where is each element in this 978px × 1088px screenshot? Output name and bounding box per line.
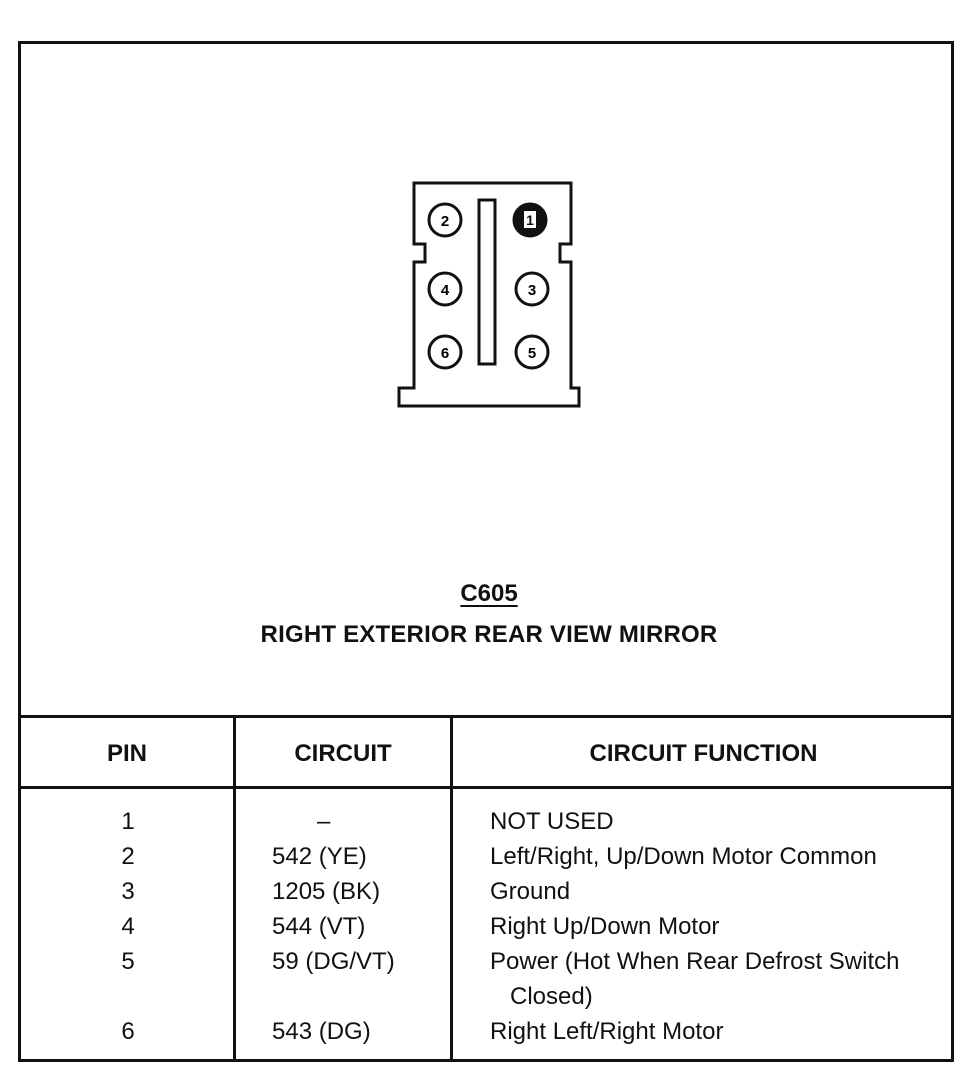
header-pin: PIN <box>106 740 147 767</box>
function-cell: Right Left/Right Motor <box>490 1018 724 1045</box>
function-cell: Right Up/Down Motor <box>490 913 720 940</box>
pin-1-cavity: 1 <box>512 202 548 238</box>
connector-center-rib <box>477 198 497 366</box>
connector-name: RIGHT EXTERIOR REAR VIEW MIRROR <box>260 621 718 648</box>
pin-cell: 2 <box>121 843 135 870</box>
pin-5-cavity: 5 <box>514 334 550 370</box>
pin-6-cavity: 6 <box>427 334 463 370</box>
function-cell: Power (Hot When Rear Defrost Switch <box>490 948 900 975</box>
header-circuit: CIRCUIT <box>294 740 392 767</box>
pin-cell: 4 <box>121 913 135 940</box>
circuit-cell: 543 (DG) <box>272 1018 371 1045</box>
pin-cell: 1 <box>121 808 135 835</box>
function-cell: Ground <box>490 878 571 905</box>
pin-4-label: 4 <box>441 282 450 299</box>
pin-2-cavity: 2 <box>427 202 463 238</box>
table-divider-1 <box>233 715 236 1062</box>
pin-2-label: 2 <box>441 213 449 230</box>
table-divider-2 <box>450 715 453 1062</box>
pin-3-label: 3 <box>528 282 536 299</box>
circuit-cell: 1205 (BK) <box>272 878 381 905</box>
diagram-frame <box>18 41 954 1062</box>
pin-6-label: 6 <box>441 345 449 362</box>
table-header-rule <box>18 786 954 789</box>
circuit-cell: 544 (VT) <box>272 913 366 940</box>
pin-cell: 6 <box>121 1018 135 1045</box>
table-top-rule <box>18 715 954 718</box>
circuit-cell: 59 (DG/VT) <box>272 948 395 975</box>
connector-id: C605 <box>460 580 518 607</box>
pin-3-cavity: 3 <box>514 271 550 307</box>
header-circuit-function: CIRCUIT FUNCTION <box>589 740 818 767</box>
circuit-cell: 542 (YE) <box>272 843 367 870</box>
circuit-cell: – <box>317 808 331 835</box>
pin-cell: 3 <box>121 878 135 905</box>
function-cell-continuation: Closed) <box>510 983 593 1010</box>
pin-cell: 5 <box>121 948 135 975</box>
function-cell: NOT USED <box>490 808 614 835</box>
pin-4-cavity: 4 <box>427 271 463 307</box>
function-cell: Left/Right, Up/Down Motor Common <box>490 843 877 870</box>
pin-5-label: 5 <box>528 345 536 362</box>
pin-1-label: 1 <box>526 212 534 228</box>
